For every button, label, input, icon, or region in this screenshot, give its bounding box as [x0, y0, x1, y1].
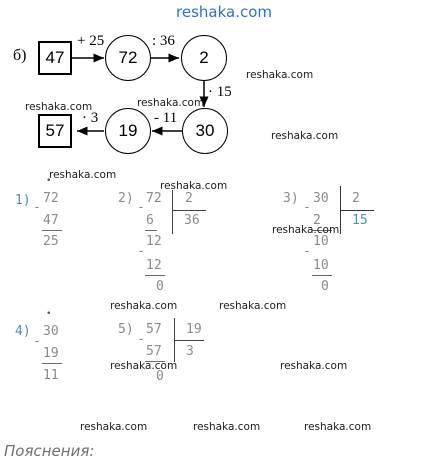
calc5-minus: -: [137, 332, 145, 347]
circle-30: 30: [182, 108, 228, 154]
calc2-hbar: [172, 210, 206, 211]
watermark: reshaka.com: [49, 169, 117, 181]
start-box: 47: [38, 41, 72, 75]
calc3-rem1: 10: [313, 234, 329, 249]
calc2-label: 2): [118, 191, 134, 206]
calc3-rule1: [312, 230, 332, 231]
watermark: reshaka.com: [110, 360, 178, 372]
calc2-rule1: [145, 230, 157, 231]
op-div-36: : 36: [152, 33, 175, 49]
watermark: reshaka.com: [110, 300, 178, 312]
watermark: reshaka.com: [25, 101, 93, 113]
calc2-vbar: [172, 190, 173, 234]
watermark: reshaka.com: [246, 69, 314, 81]
calc2-rule2: [145, 275, 165, 276]
calc3-hbar: [340, 210, 374, 211]
chain-arrows: [72, 53, 209, 136]
calc2-dividend: 72: [146, 191, 162, 206]
calc4-minus: -: [33, 334, 41, 349]
calc2-divisor: 2: [185, 191, 193, 206]
op-minus-11: - 11: [154, 110, 178, 126]
op-mul-15: · 15: [208, 84, 232, 100]
calc3-rule2: [312, 275, 332, 276]
calc2-sub1: 6: [146, 213, 154, 228]
calc1-rule: [42, 230, 62, 231]
watermark: reshaka.com: [304, 421, 372, 433]
calc4-label: 4): [15, 324, 31, 339]
op-plus-25: + 25: [77, 33, 105, 49]
calc5-rem: 0: [156, 369, 164, 384]
explanations-heading: Пояснения:: [4, 442, 95, 460]
circle-2: 2: [181, 35, 227, 81]
result-box: 57: [38, 114, 72, 148]
calc4-res: 11: [43, 368, 59, 383]
circle-19: 19: [105, 108, 151, 154]
part-label: б): [13, 47, 27, 64]
calc3-label: 3): [283, 191, 299, 206]
calc2-rem1-minus: -: [137, 244, 145, 259]
carry-dot: •: [46, 176, 52, 186]
calc1-a: 72: [43, 191, 59, 206]
calc3-sub1-minus: -: [303, 200, 311, 215]
calc2-quotient: 36: [184, 213, 200, 228]
calc5-rule: [145, 361, 165, 362]
calc4-rule: [42, 363, 62, 364]
watermark: reshaka.com: [271, 130, 339, 142]
calc1-res: 25: [43, 234, 59, 249]
watermark: reshaka.com: [219, 300, 287, 312]
calc1-minus: -: [33, 200, 41, 215]
watermark: reshaka.com: [193, 421, 261, 433]
watermark-top: reshaka.com: [176, 3, 272, 21]
circle-72: 72: [105, 35, 151, 81]
calc1-b: 47: [43, 213, 59, 228]
calc2-sub1-minus: -: [137, 200, 145, 215]
calc4-a: 30: [43, 324, 59, 339]
calc3-sub1: 2: [313, 213, 321, 228]
watermark: reshaka.com: [160, 180, 228, 192]
calc2-rem2: 0: [156, 279, 164, 294]
calc5-label: 5): [118, 322, 134, 337]
calc3-quotient: 15: [352, 213, 368, 228]
carry-dot: •: [46, 309, 52, 319]
calc3-divisor: 2: [352, 191, 360, 206]
calc5-quotient: 3: [186, 344, 194, 359]
watermark: reshaka.com: [137, 97, 205, 109]
calc3-rem1-minus: -: [303, 244, 311, 259]
calc5-hbar: [174, 340, 204, 341]
calc3-rem2: 0: [321, 279, 329, 294]
calc3-dividend: 30: [313, 191, 329, 206]
calc4-b: 19: [43, 346, 59, 361]
calc5-divisor: 19: [186, 322, 202, 337]
calc2-sub2: 12: [146, 258, 162, 273]
op-mul-3: · 3: [82, 110, 99, 126]
calc5-dividend: 57: [146, 322, 162, 337]
calc5-sub: 57: [146, 344, 162, 359]
watermark: reshaka.com: [80, 421, 148, 433]
watermark: reshaka.com: [272, 224, 340, 236]
calc2-rem1: 12: [146, 234, 162, 249]
calc1-label: 1): [15, 193, 31, 208]
calc3-sub2: 10: [313, 258, 329, 273]
watermark: reshaka.com: [280, 360, 348, 372]
